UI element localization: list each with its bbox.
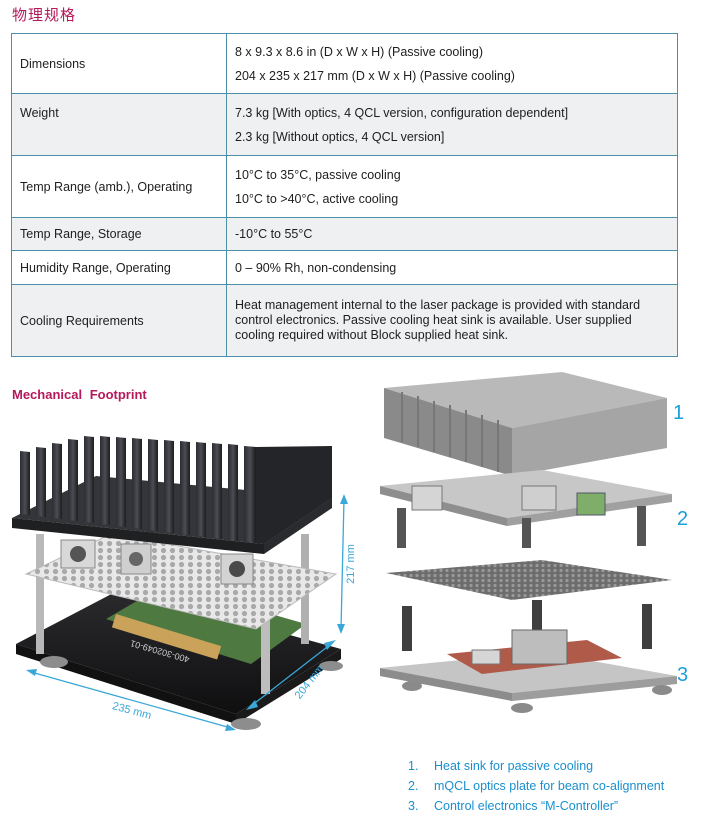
spec-label: Temp Range, Storage	[11, 217, 227, 251]
callout-1: 1	[673, 402, 685, 424]
spec-value-line: 7.3 kg [With optics, 4 QCL version, conf…	[235, 105, 569, 120]
product-photo: 400-302049-01	[6, 414, 366, 734]
spec-row-cooling: Cooling Requirements Heat management int…	[11, 284, 678, 357]
spec-value-line: 204 x 235 x 217 mm (D x W x H) (Passive …	[235, 68, 515, 83]
spec-value: 7.3 kg [With optics, 4 QCL version, conf…	[226, 93, 678, 156]
legend-number: 1.	[408, 759, 419, 773]
spec-value-line: 8 x 9.3 x 8.6 in (D x W x H) (Passive co…	[235, 44, 483, 59]
component-legend: 1. Heat sink for passive cooling 2. mQCL o…	[408, 756, 664, 816]
spec-value: Heat management internal to the laser pa…	[226, 284, 678, 357]
legend-item: 2. mQCL optics plate for beam co-alignmen…	[408, 776, 664, 796]
spec-row-dimensions: Dimensions 8 x 9.3 x 8.6 in (D x W x H) …	[11, 33, 678, 94]
spec-label: Dimensions	[11, 33, 227, 94]
spec-value-line: 0 – 90% Rh, non-condensing	[235, 260, 397, 275]
spec-row-weight: Weight 7.3 kg [With optics, 4 QCL versio…	[11, 93, 678, 156]
dim-width-label: 235 mm	[111, 700, 153, 722]
spec-value: 10°C to 35°C, passive cooling 10°C to >4…	[226, 155, 678, 218]
exploded-view-illustration	[380, 372, 677, 713]
spec-value: 0 – 90% Rh, non-condensing	[226, 250, 678, 285]
product-photo-illustration: 400-302049-01	[12, 436, 357, 731]
spec-value: 8 x 9.3 x 8.6 in (D x W x H) (Passive co…	[226, 33, 678, 94]
spec-value-line: 10°C to 35°C, passive cooling	[235, 167, 401, 182]
spec-value-line: 2.3 kg [Without optics, 4 QCL version]	[235, 129, 445, 144]
dim-height-label: 217 mm	[345, 544, 357, 584]
spec-label: Humidity Range, Operating	[11, 250, 227, 285]
legend-number: 3.	[408, 799, 419, 813]
section-title: 物理规格	[12, 6, 77, 24]
legend-number: 2.	[408, 779, 419, 793]
legend-text: mQCL optics plate for beam co-alignment	[434, 779, 665, 793]
spec-label: Cooling Requirements	[11, 284, 227, 357]
spec-value-line: -10°C to 55°C	[235, 227, 313, 241]
spec-value-line: 10°C to >40°C, active cooling	[235, 191, 399, 206]
legend-text: Heat sink for passive cooling	[434, 759, 594, 773]
exploded-view	[372, 368, 707, 723]
spec-row-humidity: Humidity Range, Operating 0 – 90% Rh, no…	[11, 250, 678, 285]
spec-value-text: Heat management internal to the laser pa…	[235, 298, 641, 342]
mechanical-footprint-title: Mechanical Footprint	[12, 387, 147, 402]
specs-table: Dimensions 8 x 9.3 x 8.6 in (D x W x H) …	[11, 33, 678, 357]
callout-3: 3	[677, 664, 689, 686]
spec-label: Weight	[11, 93, 227, 156]
spec-row-temp-operating: Temp Range (amb.), Operating 10°C to 35°…	[11, 155, 678, 218]
spec-row-temp-storage: Temp Range, Storage -10°C to 55°C	[11, 217, 678, 251]
callout-2: 2	[677, 508, 689, 530]
legend-text: Control electronics “M-Controller”	[434, 799, 619, 813]
legend-item: 3. Control electronics “M-Controller”	[408, 796, 664, 816]
spec-value: -10°C to 55°C	[226, 217, 678, 251]
legend-item: 1. Heat sink for passive cooling	[408, 756, 664, 776]
spec-label: Temp Range (amb.), Operating	[11, 155, 227, 218]
